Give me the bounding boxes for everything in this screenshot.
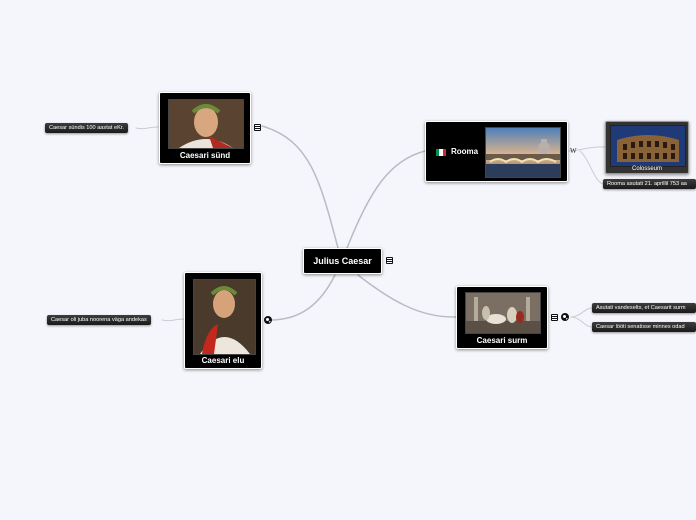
node-caesar-death[interactable]: Caesari surm	[456, 286, 548, 349]
connector-rome-founded	[579, 150, 605, 185]
leaf-life-note[interactable]: Caesar oli juba noorena väga andekas	[47, 315, 151, 325]
globe-icon[interactable]	[264, 316, 272, 324]
caesar-portrait-image	[168, 99, 244, 149]
connector-central-death	[357, 274, 457, 318]
node-colosseum[interactable]: Colosseum	[605, 121, 689, 174]
connector-life-note	[161, 318, 185, 322]
node-caesar-birth[interactable]: Caesari sünd	[159, 92, 251, 164]
connector-central-rome	[346, 150, 426, 249]
connector-death-2	[570, 316, 593, 328]
central-topic-label: Julius Caesar	[313, 256, 372, 266]
note-icon[interactable]	[386, 257, 393, 264]
colosseum-image	[610, 125, 686, 167]
connector-birth-note	[135, 126, 159, 130]
node-rome-label: Rooma	[451, 147, 479, 156]
connector-rome-colosseum	[566, 146, 606, 152]
leaf-death-conspiracy[interactable]: Asutati vandeselts, et Caesarit surm	[592, 303, 696, 313]
node-rome[interactable]: Rooma	[425, 121, 568, 182]
node-caesar-birth-label: Caesari sünd	[179, 151, 231, 160]
rome-cityscape-image	[485, 127, 561, 178]
note-icon[interactable]	[254, 124, 261, 131]
node-caesar-life[interactable]: Caesari elu	[184, 272, 262, 369]
node-caesar-death-label: Caesari surm	[476, 336, 528, 345]
globe-icon[interactable]	[561, 313, 569, 321]
leaf-death-senate[interactable]: Caesar lööti senatisse minnes odad	[592, 322, 696, 332]
node-caesar-life-label: Caesari elu	[201, 356, 245, 365]
caesar-portrait-image	[193, 279, 256, 355]
connector-death-1	[570, 307, 593, 318]
leaf-birth-note[interactable]: Caesar sündis 100 aastat eKr.	[45, 123, 128, 133]
leaf-rome-founded[interactable]: Rooma asutati 21. aprillil 753 aa	[603, 179, 696, 189]
central-topic[interactable]: Julius Caesar	[303, 248, 382, 274]
note-icon[interactable]	[551, 314, 558, 321]
caesar-death-painting-image	[465, 292, 541, 334]
wikipedia-icon[interactable]: W	[570, 147, 577, 155]
node-colosseum-label: Colosseum	[631, 166, 662, 172]
italy-flag-icon	[436, 149, 446, 156]
connector-central-life	[269, 274, 336, 321]
connector-central-birth	[261, 125, 339, 249]
